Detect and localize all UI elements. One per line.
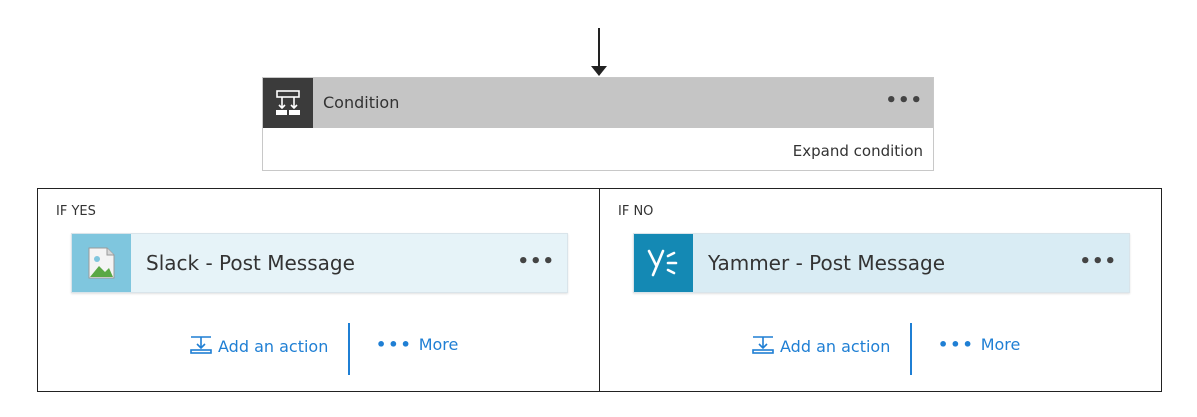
- branch-if-no: IF NO Yammer - Post Message •••: [599, 188, 1162, 392]
- footer-divider-yes: [348, 323, 350, 375]
- add-action-button-no[interactable]: Add an action: [752, 335, 890, 359]
- add-action-label-yes: Add an action: [218, 337, 329, 356]
- image-placeholder-icon: [72, 234, 131, 292]
- branch-yes-footer: Add an action ••• More: [38, 323, 599, 377]
- more-button-no[interactable]: ••• More: [938, 335, 1020, 354]
- add-action-label-no: Add an action: [780, 337, 891, 356]
- add-action-icon: [190, 335, 212, 359]
- yammer-logo-icon: [634, 234, 693, 292]
- more-dots-icon: •••: [938, 335, 975, 354]
- condition-menu-button[interactable]: •••: [885, 90, 923, 111]
- condition-card[interactable]: Condition ••• Expand condition: [262, 77, 934, 171]
- branch-label-yes: IF YES: [56, 204, 96, 219]
- more-label-yes: More: [418, 335, 459, 354]
- action-card-slack[interactable]: Slack - Post Message •••: [71, 233, 568, 293]
- action-title-yammer: Yammer - Post Message: [708, 251, 946, 275]
- condition-branch-icon: [263, 78, 313, 128]
- action-menu-button-slack[interactable]: •••: [517, 251, 555, 272]
- branch-if-yes: IF YES Slack - Post Message •••: [37, 188, 600, 392]
- branch-label-no: IF NO: [618, 204, 654, 219]
- condition-header[interactable]: Condition •••: [263, 78, 933, 128]
- more-button-yes[interactable]: ••• More: [376, 335, 458, 354]
- footer-divider-no: [910, 323, 912, 375]
- more-label-no: More: [980, 335, 1021, 354]
- add-action-icon: [752, 335, 774, 359]
- action-title-slack: Slack - Post Message: [146, 251, 355, 275]
- condition-title: Condition: [323, 93, 400, 112]
- action-card-yammer[interactable]: Yammer - Post Message •••: [633, 233, 1130, 293]
- flow-connector-line: [598, 28, 600, 68]
- branch-no-footer: Add an action ••• More: [600, 323, 1161, 377]
- more-dots-icon: •••: [376, 335, 413, 354]
- flow-connector-arrow: [591, 66, 607, 76]
- action-menu-button-yammer[interactable]: •••: [1079, 251, 1117, 272]
- expand-condition-link[interactable]: Expand condition: [792, 142, 923, 160]
- add-action-button-yes[interactable]: Add an action: [190, 335, 328, 359]
